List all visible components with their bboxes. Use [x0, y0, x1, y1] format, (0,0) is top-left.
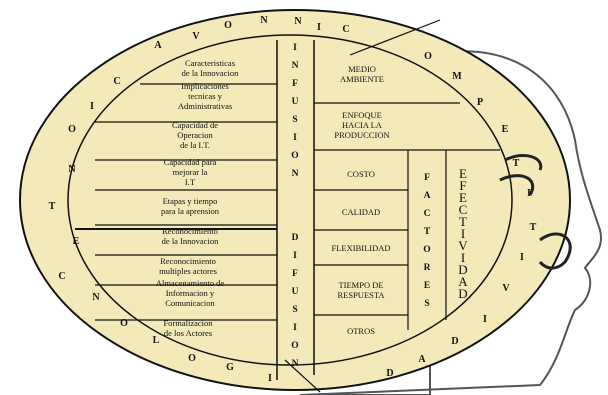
ring-right-letter-5: T	[513, 158, 520, 169]
ring-left-letter-2: N	[260, 15, 268, 26]
ring-right-letter-7: T	[530, 222, 537, 233]
infusion-letter-5: I	[293, 133, 297, 143]
ring-left-letter-9: N	[68, 164, 76, 175]
ring-right-letter-1: O	[424, 51, 432, 62]
infusion-letter-2: F	[292, 79, 298, 89]
difusion-letter-0: D	[292, 233, 299, 243]
difusion-letter-3: U	[292, 287, 299, 297]
difusion-letter-2: F	[292, 269, 298, 279]
factores-letter-1: A	[424, 191, 431, 201]
efectividad-letter-10: D	[458, 286, 467, 301]
right-item-1-line-0: ENFOQUE	[342, 110, 382, 120]
left-item-5-line-1: de la Innovacion	[162, 236, 219, 246]
ring-left-letter-12: C	[58, 271, 65, 282]
factores-letter-4: O	[423, 245, 430, 255]
right-item-1-line-2: PRODUCCION	[334, 130, 389, 140]
ring-right-letter-4: E	[502, 124, 509, 135]
left-item-6-line-0: Reconocimiento	[160, 256, 216, 266]
ring-left-letter-0: I	[317, 22, 321, 33]
left-item-3-line-0: Capacidad para	[164, 157, 217, 167]
left-item-4-line-1: para la aprension	[161, 206, 220, 216]
factores-letter-2: C	[424, 209, 431, 219]
factores-letter-3: T	[424, 227, 431, 237]
right-item-5-line-0: TIEMPO DE	[338, 280, 383, 290]
ring-right-letter-9: V	[502, 283, 510, 294]
right-item-6-line-0: OTROS	[347, 326, 375, 336]
factores-letter-5: R	[424, 263, 431, 273]
ring-left-letter-11: E	[73, 236, 80, 247]
difusion-letter-4: S	[292, 305, 297, 315]
difusion-letter-7: N	[292, 359, 299, 369]
left-item-7-line-2: Comunicacion	[165, 298, 215, 308]
left-item-1-line-2: Administrativas	[178, 101, 232, 111]
ring-left-letter-14: O	[120, 318, 128, 329]
left-item-8-line-0: Formalizacion	[163, 318, 213, 328]
ring-left-letter-1: N	[294, 16, 302, 27]
left-item-2-line-2: de la I.T.	[180, 140, 210, 150]
ring-left-letter-6: C	[113, 76, 120, 87]
left-item-7-line-1: Informacion y	[166, 288, 215, 298]
infusion-letter-7: N	[292, 169, 299, 179]
ring-right-letter-11: D	[451, 336, 458, 347]
infusion-letter-4: S	[292, 115, 297, 125]
ring-left-letter-4: V	[192, 31, 200, 42]
ring-left-letter-5: A	[154, 40, 162, 51]
left-item-1-line-0: Implicaciones	[181, 81, 229, 91]
right-item-2-line-0: COSTO	[347, 169, 375, 179]
ring-left-letter-16: O	[188, 353, 196, 364]
left-item-6-line-1: multiples actores	[159, 266, 217, 276]
ring-right-letter-8: I	[520, 252, 524, 263]
right-item-1-line-1: HACIA LA	[342, 120, 383, 130]
ring-right-letter-13: D	[386, 368, 393, 379]
ring-left-letter-18: I	[268, 373, 272, 384]
ring-left-letter-15: L	[153, 335, 160, 346]
ring-left-letter-13: N	[92, 292, 100, 303]
infusion-letter-3: U	[292, 97, 299, 107]
factores-letter-0: F	[424, 173, 430, 183]
ring-right-letter-3: P	[477, 97, 483, 108]
infusion-letter-6: O	[291, 151, 298, 161]
infusion-letter-0: I	[293, 43, 297, 53]
ring-right-letter-12: A	[418, 354, 426, 365]
left-item-0-line-1: de la Innovacion	[182, 68, 239, 78]
left-item-1-line-1: tecnicas y	[188, 91, 222, 101]
factores-letter-6: E	[424, 281, 430, 291]
infusion-letter-1: N	[292, 61, 299, 71]
right-item-4-line-0: FLEXIBILIDAD	[331, 243, 390, 253]
left-item-2-line-1: Operacion	[177, 130, 213, 140]
left-item-5-line-0: Reconocimiento	[162, 226, 218, 236]
ring-left-letter-7: I	[90, 101, 94, 112]
left-item-4-line-0: Etapas y tiempo	[163, 196, 218, 206]
difusion-letter-5: I	[293, 323, 297, 333]
left-item-0-line-0: Caracteristicas	[185, 58, 235, 68]
ring-right-letter-0: C	[342, 24, 349, 35]
right-item-0-line-1: AMBIENTE	[340, 74, 384, 84]
left-item-3-line-1: mejorar la	[173, 167, 208, 177]
right-item-0-line-0: MEDIO	[348, 64, 376, 74]
ring-left-letter-10: T	[49, 201, 56, 212]
ring-left-letter-17: G	[226, 362, 234, 373]
ring-left-letter-8: O	[68, 124, 76, 135]
left-item-7-line-0: Almacenamiento de	[156, 278, 224, 288]
ring-right-letter-10: I	[483, 314, 487, 325]
right-item-3-line-0: CALIDAD	[342, 207, 380, 217]
left-item-3-line-2: I.T	[185, 177, 196, 187]
difusion-letter-6: O	[291, 341, 298, 351]
ring-right-letter-2: M	[452, 71, 462, 82]
ring-left-letter-3: O	[224, 20, 232, 31]
left-item-2-line-0: Capacidad de	[172, 120, 218, 130]
left-item-8-line-1: de los Actores	[164, 328, 212, 338]
factores-letter-7: S	[424, 299, 429, 309]
right-item-5-line-1: RESPUESTA	[337, 290, 385, 300]
difusion-letter-1: I	[293, 251, 297, 261]
